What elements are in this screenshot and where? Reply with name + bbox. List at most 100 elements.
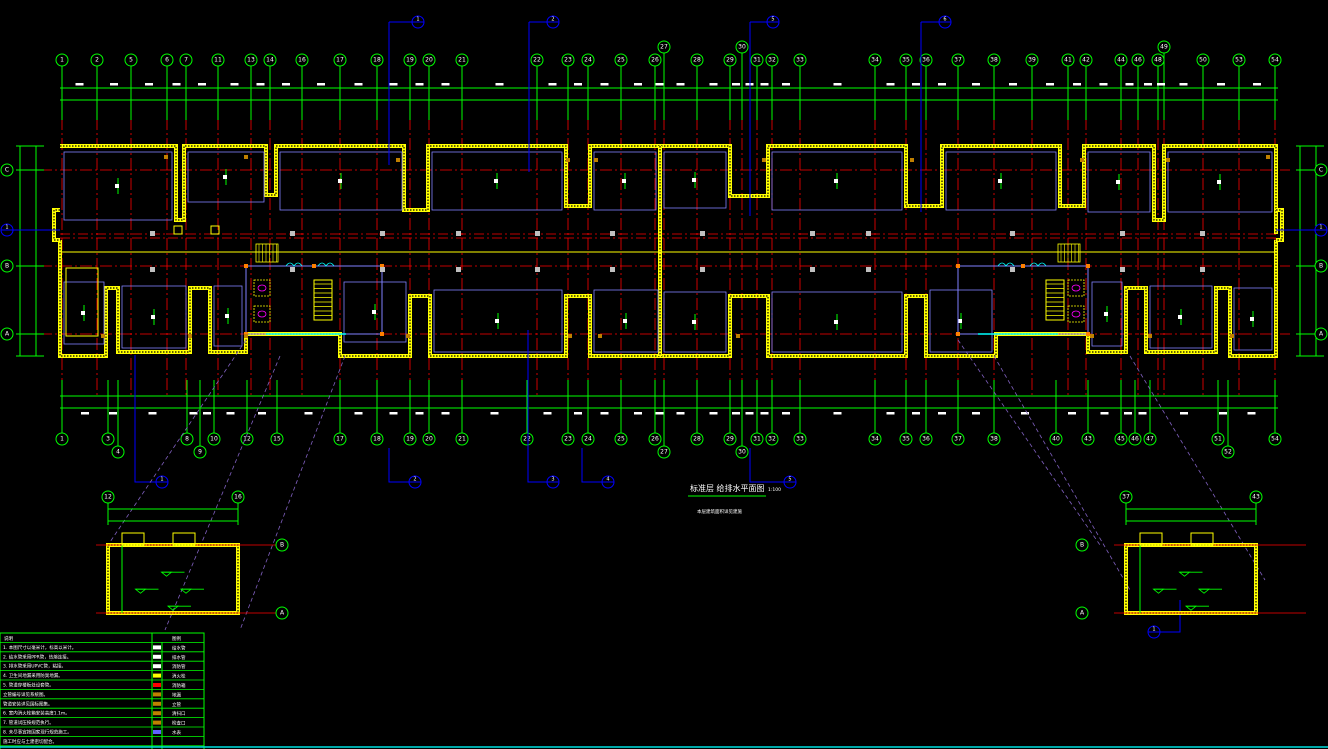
top-axis-30-circle xyxy=(735,40,749,54)
lower-exterior-wall-hatch xyxy=(59,240,1277,357)
bottom-axis-45-circle xyxy=(1114,432,1128,446)
column-marker xyxy=(456,267,461,272)
pipe-run xyxy=(63,281,105,345)
legend-symbol-swatch xyxy=(153,720,161,725)
top-axis-53-label: 53 xyxy=(1235,57,1243,64)
legend-symbol-label: 消防箱 xyxy=(172,682,186,689)
top-axis-53-circle xyxy=(1232,53,1246,67)
right-enlarged-plan-axis-B-label: B xyxy=(1080,542,1084,549)
bottom-axis-38-label: 38 xyxy=(990,436,998,443)
bottom-axis-43-label: 43 xyxy=(1084,436,1092,443)
walls xyxy=(52,144,1284,358)
bottom-axis-46-circle xyxy=(1128,432,1142,446)
riser-label xyxy=(1116,180,1120,184)
top-dimension-text xyxy=(574,83,582,86)
top-axis-50-circle xyxy=(1196,53,1210,67)
floor-drain xyxy=(244,334,248,338)
bottom-axis-15-circle xyxy=(270,432,284,446)
right-enlarged-plan-bay xyxy=(1190,532,1214,546)
bottom-section-5-line xyxy=(749,448,784,483)
riser-label xyxy=(115,184,119,188)
right-core-door xyxy=(997,262,1015,267)
top-dimension-text xyxy=(1253,83,1261,86)
bottom-axis-37-circle xyxy=(951,432,965,446)
bottom-dimension-text xyxy=(354,412,363,415)
pipe-run xyxy=(663,291,727,353)
left-wall-bump-hatch xyxy=(53,209,60,241)
legend-symbol-label: 消火栓 xyxy=(172,673,186,680)
left-core-column xyxy=(244,264,248,268)
legend-note: 立管编号详见系统图。 xyxy=(3,691,48,698)
floor-drain xyxy=(762,158,766,162)
legend-note: 7. 管道试压按规范执行。 xyxy=(3,719,54,726)
top-dimension-text xyxy=(256,83,265,86)
bottom-axis-54-circle xyxy=(1268,432,1282,446)
bottom-dimension-text xyxy=(1247,412,1256,415)
floor-drain xyxy=(164,155,168,159)
right-enlarged-plan-level-mark xyxy=(1178,571,1191,577)
top-axis-24-label: 24 xyxy=(584,57,592,64)
row-axis-right-B-circle xyxy=(1314,259,1328,273)
riser-label xyxy=(622,179,626,183)
bottom-axis-21-circle xyxy=(455,432,469,446)
pipe-run xyxy=(929,289,993,353)
pipe-run xyxy=(771,291,903,353)
bottom-dimension-text xyxy=(1180,412,1188,415)
bottom-dimension-text xyxy=(1219,412,1227,415)
riser-label xyxy=(1250,317,1254,321)
bottom-dimension-text xyxy=(1100,412,1109,415)
top-dimension-text xyxy=(198,83,206,86)
top-section-6-label: 6 xyxy=(943,17,946,23)
right-enlarged-plan-wall xyxy=(1124,543,1258,615)
legend-note: 5. 管道穿楼板处设套管。 xyxy=(3,682,54,689)
riser-label xyxy=(338,179,342,183)
top-dimension-text xyxy=(1125,83,1134,86)
legend-note: 3. 排水管采用UPVC管，粘接。 xyxy=(3,663,66,670)
left-enlarged-plan-level-mark xyxy=(160,571,173,577)
top-axis-28-circle xyxy=(690,53,704,67)
row-axis-left-A-label: A xyxy=(5,331,10,338)
top-axis-21-label: 21 xyxy=(458,57,466,64)
bottom-section-1-label: 1 xyxy=(160,477,163,483)
legend-symbol-swatch xyxy=(153,711,161,716)
bottom-axis-25-circle xyxy=(614,432,628,446)
column-marker xyxy=(380,231,385,236)
column-marker xyxy=(1120,267,1125,272)
floor-drain xyxy=(101,334,105,338)
bottom-axis-36-label: 36 xyxy=(922,436,930,443)
left-core-door xyxy=(285,262,303,267)
row-axis-right-B-label: B xyxy=(1319,263,1323,270)
bottom-dimension-text xyxy=(415,412,424,415)
upper-exterior-wall xyxy=(60,144,1278,234)
row-axis-left-B-label: B xyxy=(5,263,9,270)
detail-section-line xyxy=(1160,600,1181,633)
floor-drain xyxy=(1148,334,1152,338)
legend-symbol-label: 地漏 xyxy=(172,691,181,698)
top-dimension-text xyxy=(886,83,895,86)
row-axis-left-C-circle xyxy=(0,163,14,177)
right-core-column xyxy=(1021,264,1025,268)
column-marker xyxy=(700,267,705,272)
right-enlarged-plan-axis-43-circle xyxy=(1249,490,1263,504)
left-enlarged-plan-axis-16-label: 16 xyxy=(234,494,242,501)
legend-symbol-label: 水表 xyxy=(172,729,181,736)
legend-symbol-label: 清扫口 xyxy=(172,710,186,717)
legend-border xyxy=(0,632,205,749)
bottom-section-1-line xyxy=(134,355,156,483)
floor-drain xyxy=(188,334,192,338)
top-dimension-text xyxy=(782,83,790,86)
pipe-run xyxy=(343,281,407,343)
column-marker xyxy=(456,231,461,236)
bottom-axis-51-label: 51 xyxy=(1214,436,1222,443)
riser-label xyxy=(834,320,838,324)
bottom-axis-17-label: 17 xyxy=(336,436,344,443)
right-wall-bump-hatch xyxy=(1276,209,1283,241)
bottom-axis-52-label: 52 xyxy=(1224,449,1232,456)
bottom-axis-54-label: 54 xyxy=(1271,436,1279,443)
riser-label xyxy=(692,178,696,182)
top-section-6-line xyxy=(920,21,939,212)
bottom-axis-34-circle xyxy=(868,432,882,446)
riser-label xyxy=(623,319,627,323)
top-axis-13-label: 13 xyxy=(247,57,255,64)
